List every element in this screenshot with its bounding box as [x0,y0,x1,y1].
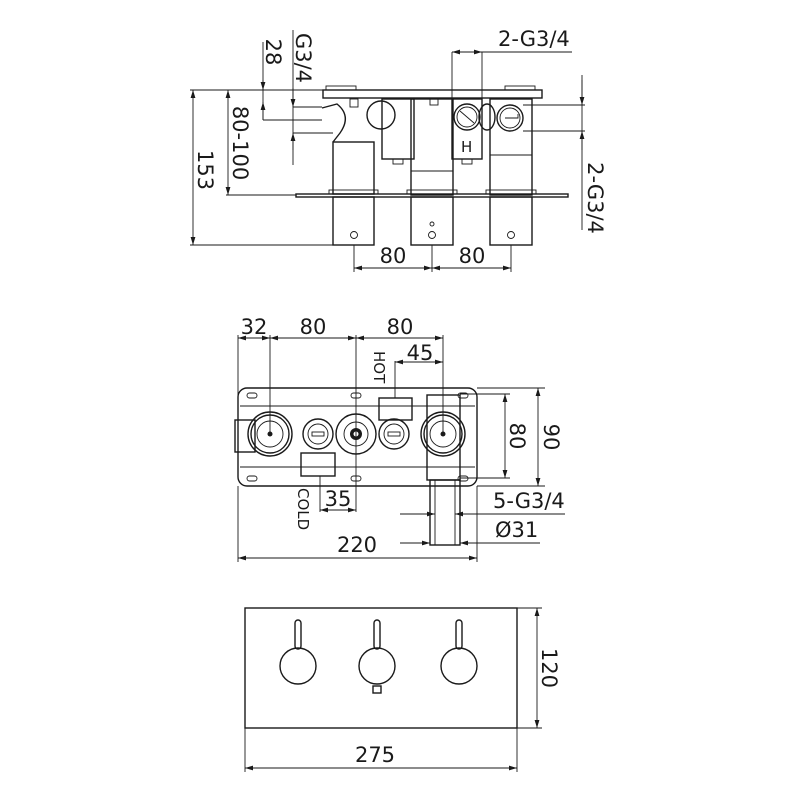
right-cylinder [489,196,533,246]
left-handle [279,619,317,685]
left-inlet [321,103,346,143]
front-view: 32 80 80 45 HOT 35 COLD 80 90 5-G3/4 Ø31… [234,315,565,562]
dim-g3-4: G3/4 [291,33,315,83]
outlet-pipe [429,479,461,546]
dim-45: 45 [407,341,434,365]
dim-2-g3-4-right: 2-G3/4 [583,162,607,234]
hot-inlet [378,397,413,421]
cover-plate-view: 120 275 [244,607,561,772]
label-hot: HOT [370,351,388,384]
cover-plate [244,607,518,729]
dim-153: 153 [193,150,217,190]
dim-275: 275 [355,743,395,767]
middle-handle [358,619,396,694]
right-body [489,98,533,196]
dim-80-right: 80 [459,244,486,268]
cold-inlet [300,452,336,477]
dim-28: 28 [261,39,285,66]
dim-5-g3-4: 5-G3/4 [493,489,565,513]
dim-90-vertical: 90 [539,424,563,451]
label-cold: COLD [294,488,312,530]
hot-valve [378,418,410,450]
dim-120: 120 [537,648,561,688]
dim-220: 220 [337,533,377,557]
left-cylinder [332,196,375,246]
top-view: H 153 80-100 28 G3 [190,27,607,272]
right-handle [440,619,478,685]
left-body [332,141,375,195]
dim-80-vertical: 80 [505,423,529,450]
dim-35: 35 [325,487,352,511]
dim-d31: Ø31 [495,518,538,542]
dim-32: 32 [241,315,268,339]
dim-80-100: 80-100 [228,106,252,180]
dim-80-left: 80 [380,244,407,268]
dim-2-g3-4-top: 2-G3/4 [498,27,570,51]
middle-cylinder [410,196,454,246]
mounting-plate [237,387,478,487]
middle-body [410,98,454,196]
mounting-flange [322,89,543,99]
cold-valve [302,418,334,450]
dim-80-a: 80 [300,315,327,339]
dim-80-b: 80 [387,315,414,339]
h-mark: H [461,138,472,156]
